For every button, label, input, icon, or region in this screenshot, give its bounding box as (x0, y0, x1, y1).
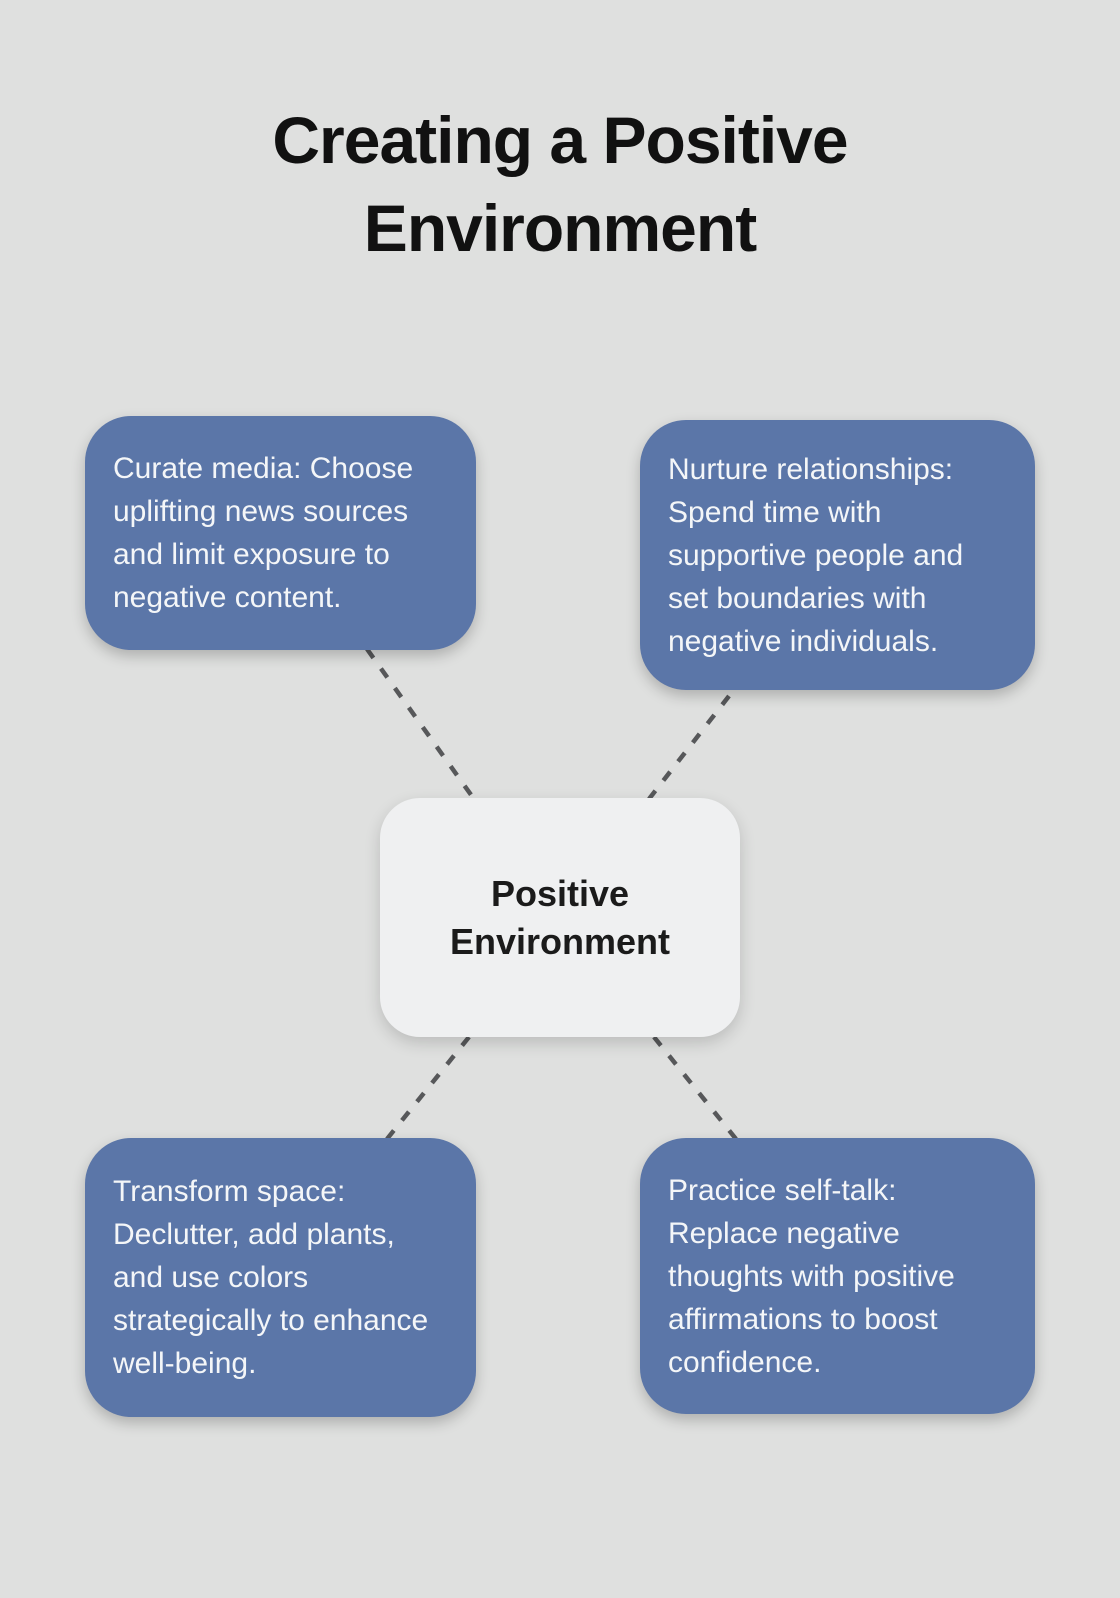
node-nurture-relationships-text: Nurture relationships: Spend time with s… (668, 452, 964, 658)
connector-bottom-left (385, 1035, 471, 1141)
node-practice-self-talk-text: Practice self-talk: Replace negative tho… (668, 1173, 955, 1379)
node-curate-media-text: Curate media: Choose uplifting news sour… (113, 452, 414, 614)
connector-top-right (647, 694, 731, 801)
connector-bottom-right (652, 1035, 738, 1141)
node-transform-space: Transform space: Declutter, add plants, … (85, 1138, 476, 1417)
connector-top-left (365, 647, 476, 801)
center-node: Positive Environment (380, 798, 740, 1037)
page-title: Creating a Positive Environment (272, 103, 848, 265)
node-transform-space-text: Transform space: Declutter, add plants, … (113, 1175, 429, 1380)
node-practice-self-talk: Practice self-talk: Replace negative tho… (640, 1138, 1035, 1414)
node-curate-media: Curate media: Choose uplifting news sour… (85, 416, 476, 650)
center-node-label: Positive Environment (449, 872, 671, 962)
node-nurture-relationships: Nurture relationships: Spend time with s… (640, 420, 1035, 690)
